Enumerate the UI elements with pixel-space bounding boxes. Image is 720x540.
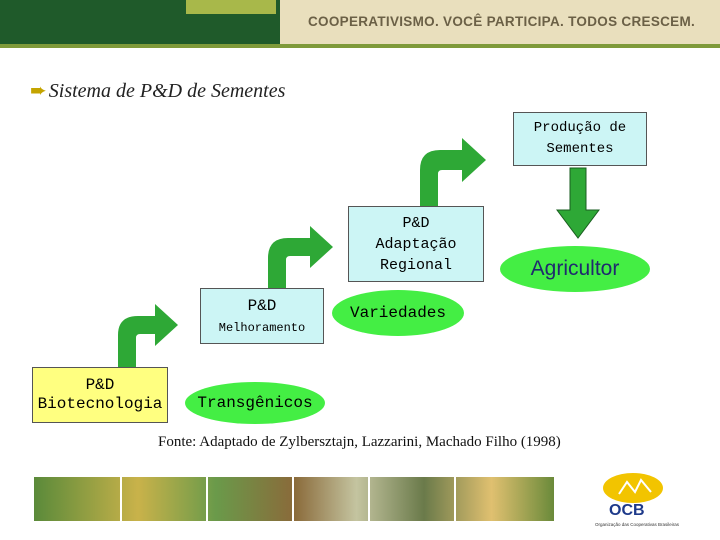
oval-agricultor: Agricultor xyxy=(500,246,650,292)
curved-arrow-3 xyxy=(420,138,486,206)
box-producao-line2: Sementes xyxy=(546,141,614,157)
box-biotecnologia-line2: Biotecnologia xyxy=(37,395,163,413)
header-tagline: COOPERATIVISMO. VOCÊ PARTICIPA. TODOS CR… xyxy=(308,14,696,29)
ocb-logo: OCB Organização das Cooperativas Brasile… xyxy=(595,473,680,527)
box-adaptacao-line1: P&D xyxy=(402,214,430,232)
box-melhoramento-line2: Melhoramento xyxy=(218,321,306,335)
curved-arrow-1 xyxy=(118,304,178,368)
source-label: Fonte xyxy=(158,434,193,450)
slide-title: ➨Sistema de P&D de Sementes xyxy=(30,78,285,103)
source-text: : Adaptado de Zylbersztajn, Lazzarini, M… xyxy=(192,434,561,450)
header-stripe xyxy=(0,44,720,48)
box-adaptacao-regional: P&D Adaptação Regional xyxy=(348,206,484,282)
oval-transgenicos: Transgênicos xyxy=(185,382,325,424)
down-arrow xyxy=(556,167,600,239)
box-producao-sementes: Produção de Sementes xyxy=(513,112,647,166)
strip-divider xyxy=(292,477,294,521)
ocb-logo-text: OCB xyxy=(609,502,645,519)
footer-photo-strip xyxy=(34,477,554,521)
oval-variedades: Variedades xyxy=(332,290,464,336)
box-adaptacao-line2: Adaptação xyxy=(375,235,457,253)
box-biotecnologia: P&D Biotecnologia xyxy=(32,367,168,423)
box-melhoramento: P&D Melhoramento xyxy=(200,288,324,344)
box-producao-line1: Produção de xyxy=(533,120,627,136)
box-melhoramento-line1: P&D xyxy=(247,297,277,315)
box-adaptacao-line3: Regional xyxy=(379,256,452,274)
ocb-logo-subtitle: Organização das Cooperativas Brasileiras xyxy=(595,522,680,527)
strip-divider xyxy=(368,477,370,521)
curved-arrow-2 xyxy=(268,226,333,288)
source-citation: Fonte: Adaptado de Zylbersztajn, Lazzari… xyxy=(158,434,561,451)
strip-divider xyxy=(206,477,208,521)
header-accent xyxy=(186,0,276,14)
slide-title-text: Sistema de P&D de Sementes xyxy=(48,80,286,102)
arrow-bullet-icon: ➨ xyxy=(30,80,47,102)
box-biotecnologia-line1: P&D xyxy=(85,376,115,394)
strip-divider xyxy=(454,477,456,521)
strip-divider xyxy=(120,477,122,521)
